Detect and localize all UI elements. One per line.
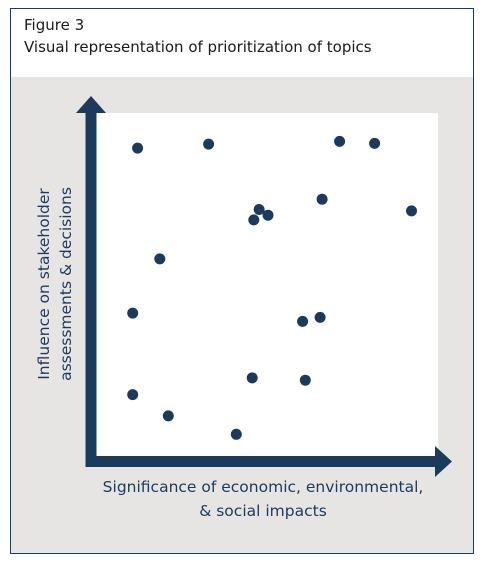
data-point-18 — [230, 428, 242, 440]
plot-area — [95, 113, 438, 456]
data-point-7 — [253, 204, 265, 215]
data-point-10 — [154, 253, 166, 265]
y-axis-arrow — [76, 96, 106, 113]
data-point-16 — [127, 389, 139, 401]
data-point-1 — [132, 142, 144, 154]
data-point-5 — [316, 193, 328, 205]
figure-caption: Figure 3 Visual representation of priori… — [11, 9, 473, 77]
x-axis-arrow — [435, 446, 452, 477]
data-point-6 — [406, 205, 417, 217]
figure-title: Visual representation of prioritization … — [24, 38, 372, 56]
figure-label: Figure 3 — [24, 16, 85, 34]
data-point-8 — [248, 214, 260, 226]
data-point-4 — [369, 137, 381, 149]
data-point-11 — [127, 307, 139, 319]
data-point-15 — [299, 374, 311, 386]
x-axis-line — [85, 456, 436, 467]
data-points — [127, 135, 417, 440]
y-axis-line — [85, 112, 97, 467]
data-point-2 — [203, 138, 215, 150]
x-axis-label-line-1: Significance of economic, environmental, — [103, 478, 424, 496]
data-point-14 — [246, 372, 258, 384]
data-point-17 — [162, 410, 174, 422]
x-axis-label-line-2: & social impacts — [199, 502, 327, 520]
data-point-3 — [334, 135, 346, 147]
y-axis-label-line-2: assessments & decisions — [57, 187, 75, 381]
y-axis-label-line-1: Influence on stakeholder — [35, 188, 53, 380]
data-point-13 — [297, 315, 309, 327]
data-point-9 — [262, 209, 274, 221]
data-point-12 — [314, 311, 326, 323]
